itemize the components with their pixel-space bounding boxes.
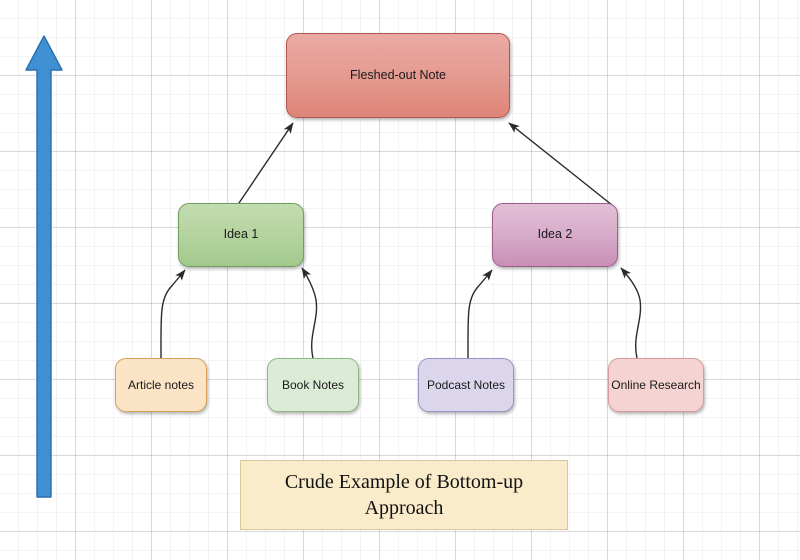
node-article-notes[interactable]: Article notes [115,358,207,412]
node-label: Idea 1 [223,227,259,242]
node-book-notes[interactable]: Book Notes [267,358,359,412]
node-fleshed-out-note[interactable]: Fleshed-out Note [286,33,510,118]
edge-idea1-to-fleshed-out-note [236,122,294,207]
node-label: Fleshed-out Note [350,67,446,82]
edge-podcast-notes-to-idea2 [467,269,493,359]
node-label: Online Research [611,377,701,392]
edge-article-notes-to-idea1 [160,269,186,359]
node-label: Book Notes [281,377,345,392]
node-podcast-notes[interactable]: Podcast Notes [418,358,514,412]
edge-online-research-to-idea2 [620,267,642,359]
edge-idea2-to-fleshed-out-note [508,122,613,206]
node-idea-2[interactable]: Idea 2 [492,203,618,267]
upward-direction-arrow [25,35,63,498]
node-label: Podcast Notes [426,377,506,392]
node-idea-1[interactable]: Idea 1 [178,203,304,267]
edge-book-notes-to-idea1 [301,267,318,359]
node-label: Idea 2 [537,227,573,242]
node-online-research[interactable]: Online Research [608,358,704,412]
node-label: Article notes [127,377,195,392]
caption-text: Crude Example of Bottom-up Approach [284,471,524,519]
diagram-caption: Crude Example of Bottom-up Approach [240,460,568,530]
